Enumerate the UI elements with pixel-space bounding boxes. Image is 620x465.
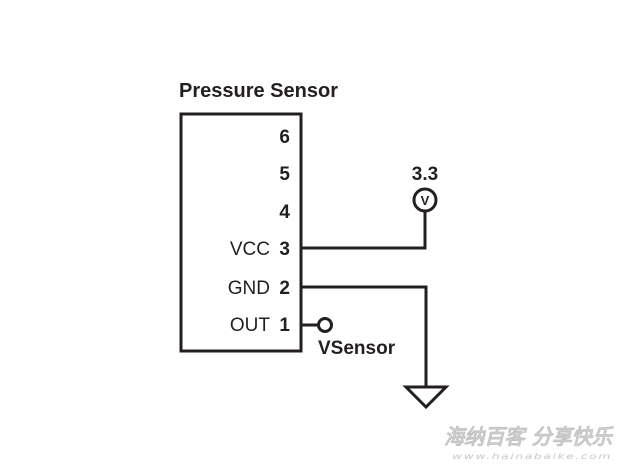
pin-number-2: 2 bbox=[279, 278, 290, 299]
pin-number-3: 3 bbox=[279, 239, 290, 260]
voltmeter-icon bbox=[412, 187, 438, 213]
ground-icon bbox=[402, 385, 450, 410]
pin-label-gnd: GND bbox=[228, 278, 270, 299]
watermark-text: 海纳百客 分享快乐 bbox=[444, 425, 614, 449]
component-title: Pressure Sensor bbox=[179, 80, 338, 102]
pin-number-6: 6 bbox=[279, 127, 290, 148]
supply-voltage-label: 3.3 bbox=[412, 164, 438, 185]
pin-label-vcc: VCC bbox=[230, 239, 270, 260]
vcc-wire bbox=[301, 212, 427, 250]
pin-label-out: OUT bbox=[230, 315, 271, 336]
pin-number-4: 4 bbox=[279, 202, 290, 223]
watermark-url: www.hainabaike.com bbox=[452, 452, 612, 461]
gnd-wire bbox=[301, 285, 428, 386]
pin-number-1: 1 bbox=[279, 315, 290, 336]
voltmeter-symbol: V bbox=[421, 193, 430, 208]
sensor-body bbox=[179, 112, 303, 353]
pin-number-5: 5 bbox=[279, 164, 290, 185]
output-terminal-icon bbox=[317, 317, 333, 333]
output-terminal-label: VSensor bbox=[318, 338, 396, 359]
